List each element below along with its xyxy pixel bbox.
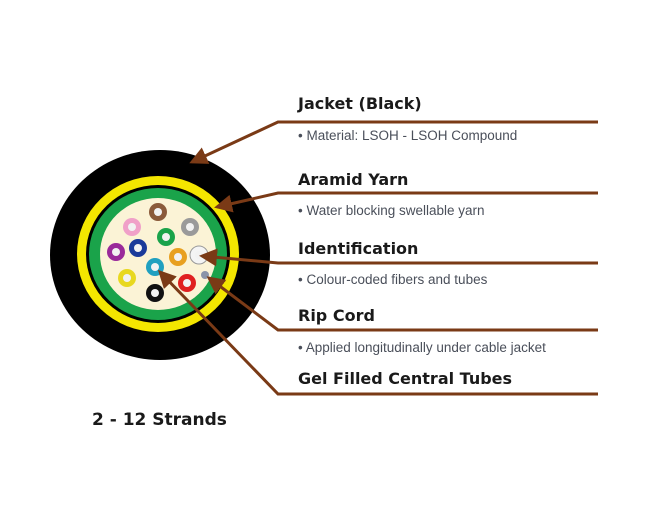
label-jacket-title: Jacket (Black)	[298, 94, 422, 113]
label-aramid-title: Aramid Yarn	[298, 170, 409, 189]
fiber-core	[174, 253, 182, 261]
label-rip-cord-bullet: • Applied longitudinally under cable jac…	[298, 340, 546, 355]
leader-aramid	[214, 191, 598, 213]
fiber-core	[151, 263, 159, 271]
strands-caption: 2 - 12 Strands	[92, 410, 227, 430]
fiber-core	[195, 251, 203, 259]
fiber-core	[154, 208, 162, 216]
rip-cord	[201, 271, 209, 279]
label-gel-tubes-title: Gel Filled Central Tubes	[298, 369, 513, 388]
fiber-core	[186, 223, 194, 231]
label-rip-cord-title: Rip Cord	[298, 306, 375, 325]
leader-jacket	[189, 120, 598, 164]
label-aramid-bullet: • Water blocking swellable yarn	[298, 203, 485, 218]
fiber-core	[128, 223, 136, 231]
fiber-core	[162, 233, 170, 241]
fiber-core	[134, 244, 142, 252]
fiber-core	[183, 279, 191, 287]
leader-identification	[199, 248, 598, 267]
label-jacket-bullet: • Material: LSOH - LSOH Compound	[298, 128, 518, 143]
label-identification-title: Identification	[298, 239, 419, 258]
label-identification-bullet: • Colour-coded fibers and tubes	[298, 272, 488, 287]
leader-rip-cord	[206, 276, 598, 332]
leader-gel-tubes	[157, 269, 598, 396]
fiber-core	[112, 248, 120, 256]
fiber-core	[123, 274, 131, 282]
fiber-core	[151, 289, 159, 297]
